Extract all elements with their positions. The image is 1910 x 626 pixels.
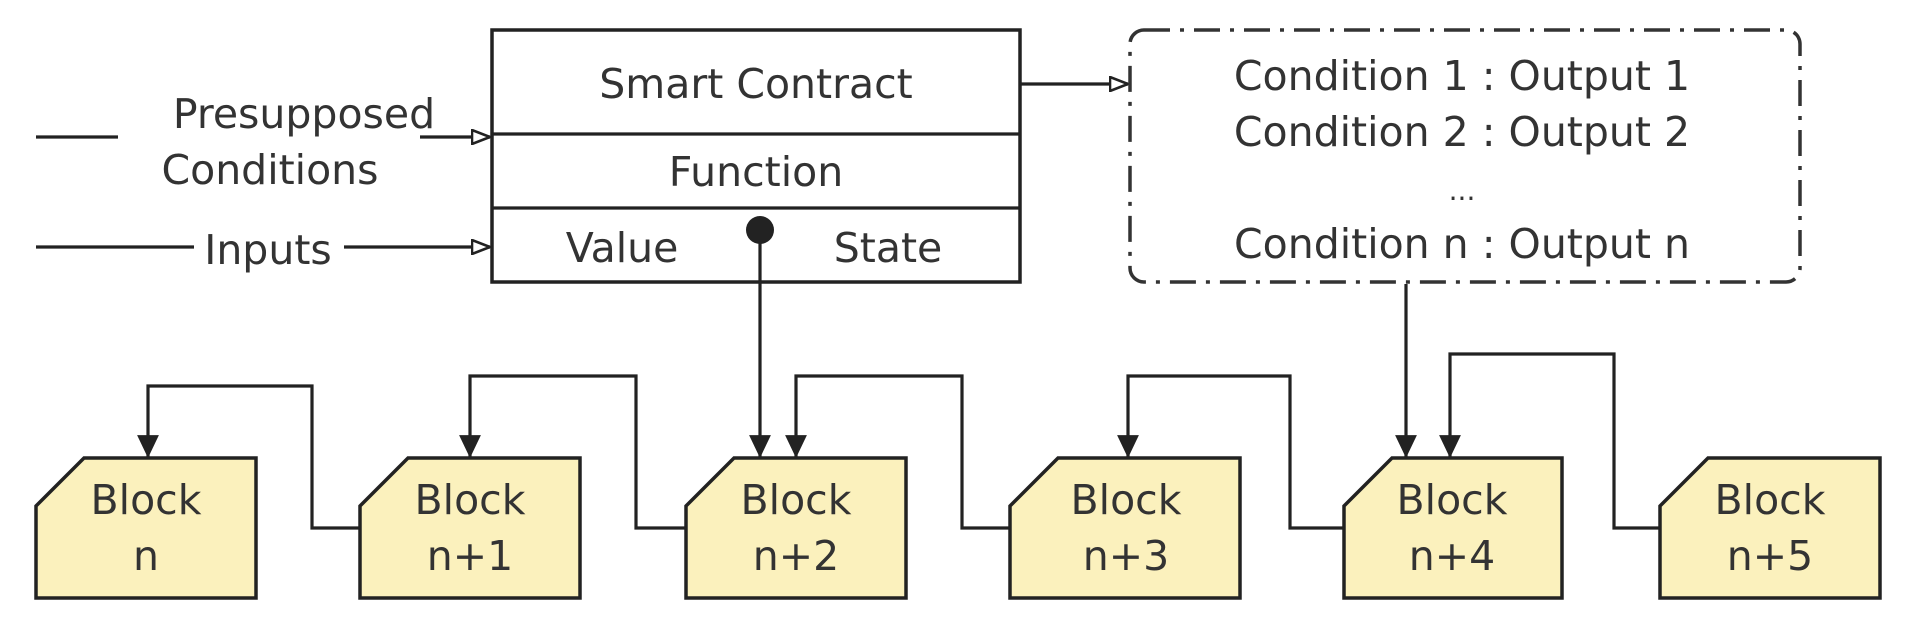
block-shape [1008, 456, 1242, 600]
block-n1: Block n+1 [358, 456, 582, 600]
block-n3: Block n+3 [1008, 456, 1242, 600]
smart-contract-box: Smart Contract Function Value State [490, 28, 1022, 284]
conditions-box: Condition 1 : Output 1 Condition 2 : Out… [1128, 28, 1802, 284]
function-label: Function [669, 148, 843, 196]
chain-link-n1-to-n [137, 384, 360, 530]
block-n2: Block n+2 [684, 456, 908, 600]
block-shape [34, 456, 258, 600]
block-n5: Block n+5 [1658, 456, 1882, 600]
condition-row-2: Condition 2 : Output 2 [1234, 108, 1690, 156]
block-shape [358, 456, 582, 600]
chain-link-n3-to-n2 [785, 374, 1010, 530]
block-shape [684, 456, 908, 600]
block-shape [1658, 456, 1882, 600]
chain-link-n2-to-n1 [459, 374, 686, 530]
block-word: Block [741, 476, 852, 524]
condition-row-n: Condition n : Output n [1234, 220, 1690, 268]
block-index: n+4 [1409, 532, 1495, 580]
value-label: Value [566, 224, 679, 272]
chain-link-n4-to-n3 [1117, 374, 1344, 530]
block-index: n [133, 532, 159, 580]
block-index: n+1 [427, 532, 513, 580]
block-shape [1342, 456, 1564, 600]
smart-contract-title: Smart Contract [599, 60, 912, 108]
block-word: Block [1397, 476, 1508, 524]
block-word: Block [415, 476, 526, 524]
condition-row-1: Condition 1 : Output 1 [1234, 52, 1690, 100]
conditions-frame [1128, 28, 1802, 284]
block-word: Block [1071, 476, 1182, 524]
block-index: n+5 [1727, 532, 1813, 580]
presupposed-label-line2: Conditions [161, 146, 378, 194]
condition-ellipsis: ... [1449, 174, 1476, 207]
block-word: Block [91, 476, 202, 524]
inputs-label: Inputs [204, 226, 332, 274]
block-index: n+2 [753, 532, 839, 580]
chain-links [137, 352, 1660, 530]
presupposed-label-line1: Presupposed [173, 90, 435, 138]
block-index: n+3 [1083, 532, 1169, 580]
chain-link-n5-to-n4 [1439, 352, 1660, 530]
block-n4: Block n+4 [1342, 456, 1564, 600]
block-word: Block [1715, 476, 1826, 524]
block-chain: Block n Block n+1 Block n+2 Block n+3 Bl… [34, 456, 1882, 600]
inputs-group: Presupposed Conditions Inputs [36, 90, 490, 274]
block-n: Block n [34, 456, 258, 600]
state-label: State [834, 224, 943, 272]
